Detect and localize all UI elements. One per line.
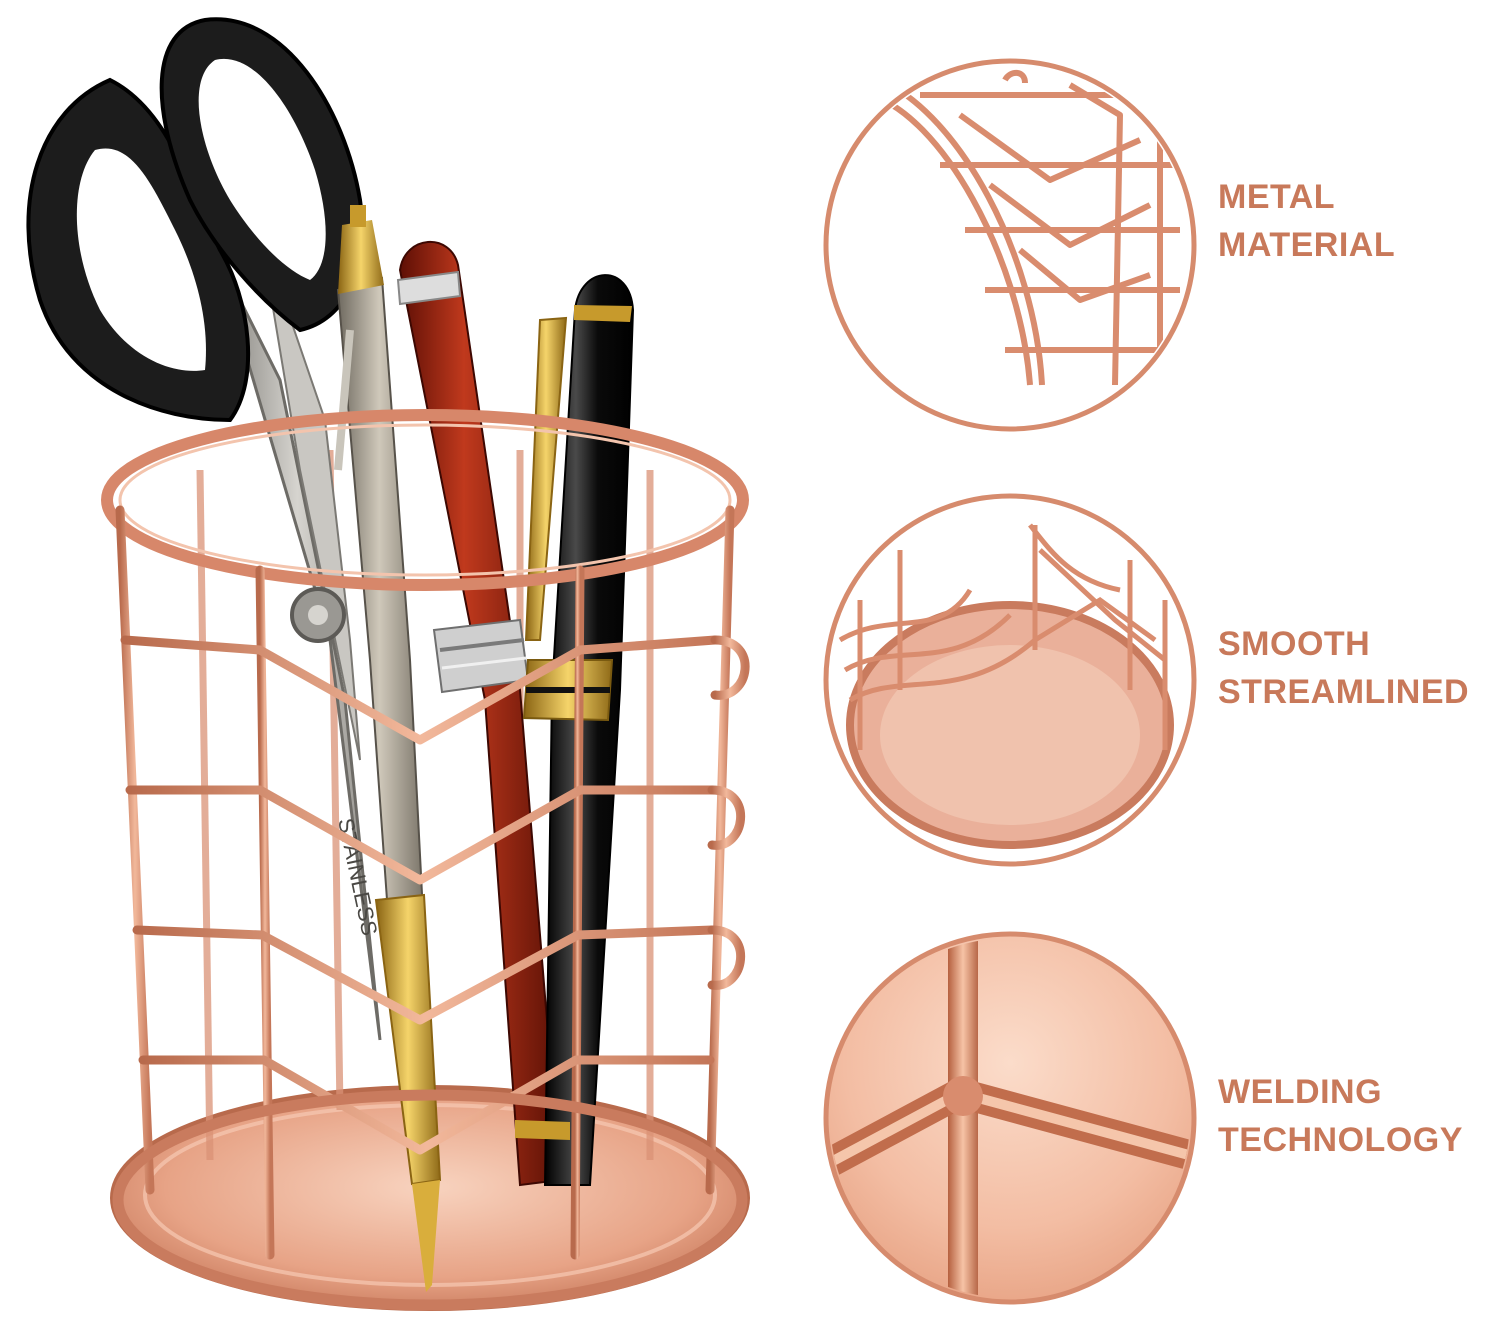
pencil-holder-illustration: STAINLESS — [26, 17, 750, 1311]
feature-line-2: MATERIAL — [1218, 226, 1396, 264]
feature-line-1: SMOOTH — [1218, 625, 1371, 663]
weld-joint-closeup-icon — [823, 931, 1197, 1305]
feature-metal-material: METAL MATERIAL — [1218, 173, 1395, 269]
scissors: STAINLESS — [26, 17, 382, 1041]
black-pen — [515, 274, 635, 1186]
feature-line-1: METAL — [1218, 178, 1336, 216]
feature-line-1: WELDING — [1218, 1073, 1383, 1111]
feature-line-2: TECHNOLOGY — [1218, 1121, 1463, 1159]
feature-smooth-streamlined: SMOOTH STREAMLINED — [1218, 620, 1469, 716]
top-down-basket-view-icon — [823, 493, 1197, 867]
detail-smooth-streamlined — [820, 490, 1200, 870]
feature-welding-technology: WELDING TECHNOLOGY — [1218, 1068, 1463, 1164]
pencil-holder-photo: STAINLESS — [26, 17, 750, 1311]
detail-metal-material — [820, 55, 1200, 435]
wire-frame-closeup-icon — [823, 58, 1197, 432]
feature-line-2: STREAMLINED — [1218, 673, 1470, 711]
detail-welding-technology — [820, 928, 1200, 1308]
wire-basket — [101, 409, 750, 1311]
